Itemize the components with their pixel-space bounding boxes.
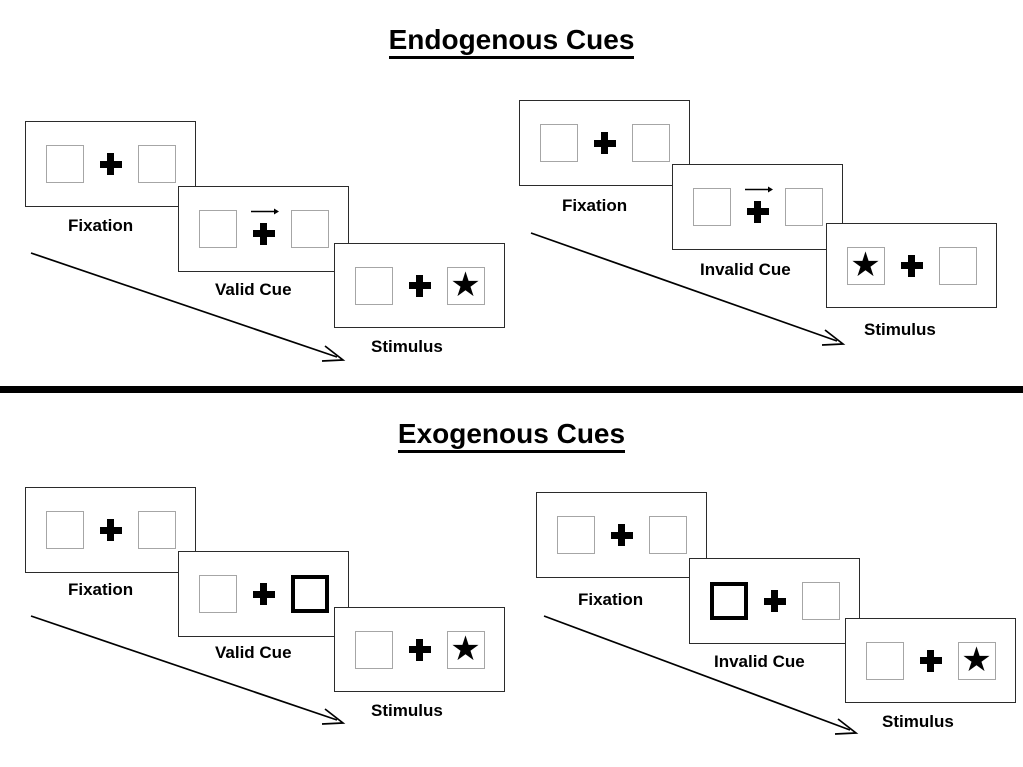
target-box-right: ★: [957, 640, 996, 680]
target-box-left: [354, 630, 393, 669]
section-divider: [0, 386, 1023, 393]
target-box-left: [198, 575, 237, 613]
stage-label: Invalid Cue: [714, 652, 805, 671]
fixation-cross-icon: [99, 519, 122, 541]
centre-slot: [98, 509, 124, 551]
frame-content: [692, 186, 823, 228]
frame-content: ★: [354, 265, 485, 307]
stage-label: Fixation: [562, 196, 628, 215]
centre-slot: [407, 265, 433, 307]
target-box-right: [784, 188, 823, 226]
trial-frame-panel: [519, 100, 690, 186]
frame-content: [198, 573, 329, 615]
stage-label: Stimulus: [371, 701, 443, 720]
section-title-endogenous-text: Endogenous Cues: [388, 24, 635, 59]
target-box-right: ★: [446, 265, 485, 305]
trial-frame-panel: [25, 487, 196, 573]
target-box-right: [801, 582, 840, 620]
target-box-left: [865, 641, 904, 680]
fixation-cross-icon: [408, 638, 431, 661]
trial-frame-panel: [178, 551, 349, 637]
fixation-cross-icon: [919, 649, 942, 672]
centre-slot: [609, 514, 635, 556]
trial-frame-panel: ★: [334, 243, 505, 328]
target-box-right-cued: [290, 575, 329, 613]
frame-content: [539, 122, 670, 164]
stage-label: Valid Cue: [215, 280, 292, 299]
centre-slot: [98, 143, 124, 185]
stage-label: Fixation: [578, 590, 644, 609]
star-stimulus-icon: ★: [450, 629, 481, 668]
frame-content: [556, 514, 687, 556]
frame-content: ★: [846, 245, 977, 287]
stage-label: Stimulus: [371, 337, 443, 356]
stage-label: Stimulus: [864, 320, 936, 339]
fixation-cross-icon: [252, 222, 275, 245]
stage-label: Valid Cue: [215, 643, 292, 662]
centre-slot: [744, 186, 773, 228]
fixation-cross-icon: [746, 200, 769, 223]
star-stimulus-icon: ★: [961, 640, 992, 679]
section-title-exogenous-text: Exogenous Cues: [397, 418, 626, 453]
target-box-right: [290, 210, 329, 248]
trial-frame-panel: ★: [845, 618, 1016, 703]
centre-slot: [407, 629, 433, 671]
target-box-right: [137, 511, 176, 549]
target-box-left: ★: [846, 245, 885, 285]
section-title-endogenous: Endogenous Cues: [0, 24, 1023, 59]
stage-label: Invalid Cue: [700, 260, 791, 279]
centre-slot: [592, 122, 618, 164]
stage-label: Fixation: [68, 216, 134, 235]
fixation-cross-icon: [252, 583, 275, 605]
trial-frame-panel: ★: [826, 223, 997, 308]
target-box-left: [45, 145, 84, 183]
fixation-cross-icon: [408, 274, 431, 297]
trial-frame-panel: [536, 492, 707, 578]
centre-slot: [251, 573, 277, 615]
centre-slot: [899, 245, 925, 287]
target-box-left: [354, 266, 393, 305]
star-stimulus-icon: ★: [850, 245, 881, 284]
target-box-left: [556, 516, 595, 554]
trial-frame-panel: [25, 121, 196, 207]
frame-content: [709, 580, 840, 622]
trial-frame-panel: [689, 558, 860, 644]
trial-frame-panel: [672, 164, 843, 250]
target-box-right: ★: [446, 629, 485, 669]
cue-arrow-right-icon: [250, 208, 279, 215]
fixation-cross-icon: [99, 153, 122, 175]
frame-content: [45, 509, 176, 551]
target-box-left-cued: [709, 582, 748, 620]
target-box-right: [938, 246, 977, 285]
frame-content: ★: [865, 640, 996, 682]
section-title-exogenous: Exogenous Cues: [0, 418, 1023, 453]
fixation-cross-icon: [610, 524, 633, 546]
frame-content: ★: [354, 629, 485, 671]
target-box-left: [198, 210, 237, 248]
target-box-left: [692, 188, 731, 226]
cue-arrow-right-icon: [744, 186, 773, 193]
fixation-cross-icon: [763, 590, 786, 612]
target-box-right: [631, 124, 670, 162]
target-box-right: [648, 516, 687, 554]
centre-slot: [250, 208, 279, 250]
fixation-cross-icon: [900, 254, 923, 277]
centre-slot: [918, 640, 944, 682]
stage-label: Fixation: [68, 580, 134, 599]
fixation-cross-icon: [593, 132, 616, 154]
trial-frame-panel: [178, 186, 349, 272]
target-box-right: [137, 145, 176, 183]
target-box-left: [45, 511, 84, 549]
centre-slot: [762, 580, 788, 622]
stage-label: Stimulus: [882, 712, 954, 731]
target-box-left: [539, 124, 578, 162]
frame-content: [45, 143, 176, 185]
trial-frame-panel: ★: [334, 607, 505, 692]
frame-content: [198, 208, 329, 250]
star-stimulus-icon: ★: [450, 265, 481, 304]
